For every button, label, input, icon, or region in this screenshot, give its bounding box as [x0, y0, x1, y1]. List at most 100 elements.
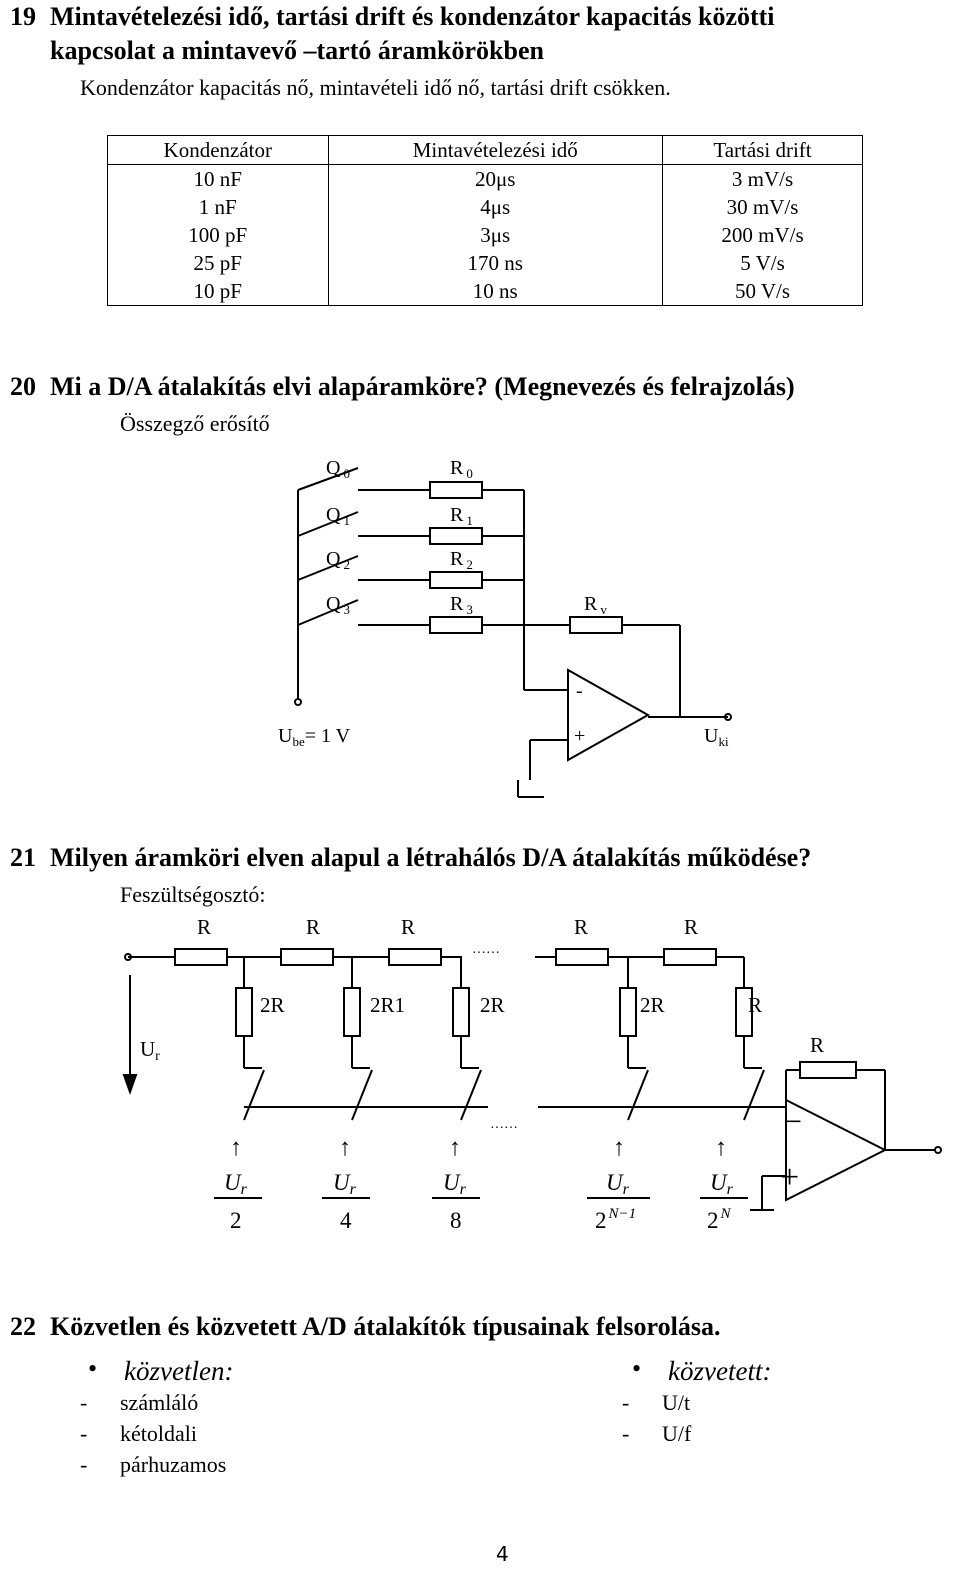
- q20-answer: Összegző erősítő: [120, 411, 270, 436]
- list-dash: -: [80, 1390, 88, 1415]
- feedback-label: R: [810, 1033, 824, 1057]
- q20-title: Mi a D/A átalakítás elvi alapáramköre? (…: [50, 372, 795, 401]
- fraction-denominator: 8: [450, 1208, 462, 1233]
- fraction-numerator: Ur: [224, 1170, 248, 1198]
- list-item: U/t: [662, 1390, 691, 1415]
- table-cell: 170 ns: [327, 249, 664, 277]
- ladder-series-label: R: [197, 915, 211, 939]
- q22-number: 22: [10, 1312, 36, 1341]
- ladder-shunt-resistor: [235, 987, 253, 1037]
- table-cell: 20μs: [327, 164, 664, 193]
- list-dash: -: [80, 1421, 88, 1446]
- list-dash: -: [622, 1421, 630, 1446]
- table-header-row: Kondenzátor Mintavételezési idő Tartási …: [107, 135, 863, 165]
- table-cell: 10 pF: [107, 277, 329, 306]
- fraction-numerator: Ur: [333, 1170, 357, 1198]
- ladder-series-resistor: [555, 948, 609, 966]
- resistor-r2: [429, 571, 483, 589]
- ladder-shunt-resistor: [452, 987, 470, 1037]
- ladder-series-resistor: [663, 948, 717, 966]
- q19-answer: Kondenzátor kapacitás nő, mintavételi id…: [80, 75, 671, 100]
- left-heading: közvetlen:: [124, 1356, 234, 1386]
- up-arrow-icon: ↑: [715, 1135, 727, 1161]
- ladder-shunt-label: 2R: [260, 993, 285, 1017]
- table-cell: 1 nF: [107, 193, 329, 221]
- table-row: 25 pF 170 ns 5 V/s: [107, 249, 863, 277]
- feedback-resistor: [799, 1061, 857, 1079]
- resistor-rv: [569, 616, 623, 634]
- bullet-icon: •: [88, 1354, 98, 1383]
- ladder-shunt-resistor: [343, 987, 361, 1037]
- ladder-series-label: R: [401, 915, 415, 939]
- label-uki: Uki: [704, 725, 729, 749]
- ladder-series-resistor: [388, 948, 442, 966]
- ladder-opamp-minus: −: [784, 1103, 802, 1139]
- resistor-r3: [429, 616, 483, 634]
- list-item: kétoldali: [120, 1421, 197, 1446]
- up-arrow-icon: ↑: [613, 1135, 625, 1161]
- table-cell: 100 pF: [107, 221, 329, 249]
- up-arrow-icon: ↑: [230, 1135, 242, 1161]
- fraction-numerator: Ur: [443, 1170, 467, 1198]
- list-item: párhuzamos: [120, 1452, 227, 1477]
- ladder-series-label: R: [306, 915, 320, 939]
- switch-q1: [297, 511, 359, 537]
- table-cell: 200 mV/s: [662, 221, 863, 249]
- table-row: 1 nF 4μs 30 mV/s: [107, 193, 863, 221]
- ladder-opamp-triangle: [785, 1098, 888, 1202]
- ladder-shunt-label: 2R: [480, 993, 505, 1017]
- list-dash: -: [622, 1390, 630, 1415]
- table-cell: 10 nF: [107, 164, 329, 193]
- q19-table: Kondenzátor Mintavételezési idő Tartási …: [107, 135, 863, 306]
- label-ube: Ube= 1 V: [278, 725, 351, 749]
- ladder-shunt-label: 2R: [640, 993, 665, 1017]
- table-cell: 25 pF: [107, 249, 329, 277]
- q19-title-line1: Mintavételezési idő, tartási drift és ko…: [50, 2, 775, 31]
- right-heading: közvetett:: [668, 1356, 772, 1386]
- fraction-numerator: Ur: [606, 1170, 630, 1198]
- table-header-cell: Mintavételezési idő: [327, 135, 664, 165]
- ladder-shunt-label: R: [748, 993, 762, 1017]
- q21-number: 21: [10, 843, 36, 872]
- bullet-icon: •: [632, 1354, 642, 1383]
- ladder-shunt-resistor: [619, 987, 637, 1037]
- table-cell: 3 mV/s: [662, 164, 863, 193]
- switch-q2: [297, 555, 359, 581]
- list-item: U/f: [662, 1421, 692, 1446]
- q19-title-line2: kapcsolat a mintavevő –tartó áramkörökbe…: [50, 36, 544, 65]
- opamp-triangle: [567, 668, 651, 762]
- q19-number: 19: [10, 2, 36, 31]
- table-cell: 4μs: [327, 193, 664, 221]
- list-item: számláló: [120, 1390, 199, 1415]
- fraction-denominator: 4: [340, 1208, 352, 1233]
- table-cell: 10 ns: [327, 277, 664, 306]
- ladder-series-label: R: [574, 915, 588, 939]
- table-cell: 3μs: [327, 221, 664, 249]
- table-cell: 50 V/s: [662, 277, 863, 306]
- q22-title: Közvetlen és közvetett A/D átalakítók tí…: [50, 1312, 721, 1341]
- table-row: 10 nF 20μs 3 mV/s: [107, 164, 863, 193]
- q20-number: 20: [10, 372, 36, 401]
- opamp-minus: -: [576, 680, 583, 702]
- table-cell: 5 V/s: [662, 249, 863, 277]
- switch-q0: [297, 467, 359, 491]
- ladder-series-resistor: [174, 948, 228, 966]
- up-arrow-icon: ↑: [449, 1135, 461, 1161]
- resistor-r0: [429, 481, 483, 499]
- q21-answer: Feszültségosztó:: [120, 882, 266, 907]
- fraction-denominator: 2: [230, 1208, 242, 1233]
- q21-title: Milyen áramköri elven alapul a létraháló…: [50, 843, 812, 872]
- label-ur: Ur: [140, 1037, 160, 1064]
- page-number: 4: [496, 1542, 509, 1566]
- dots-top: ……: [472, 942, 500, 957]
